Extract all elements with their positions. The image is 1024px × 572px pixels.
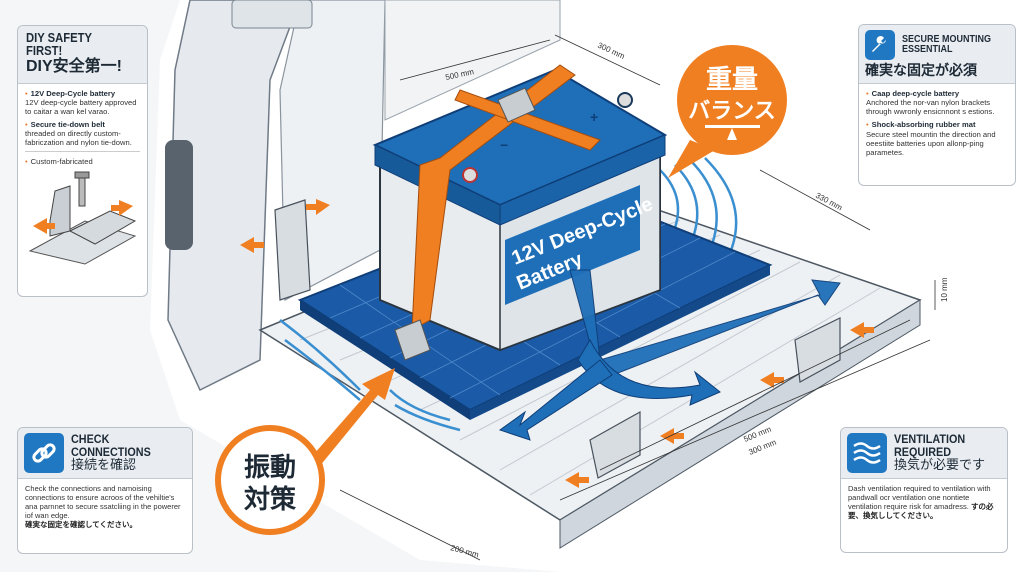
connections-title-ja: 接続を確認 (71, 457, 137, 473)
connections-title-en: CHECK CONNECTIONS (71, 432, 151, 459)
svg-text:対策: 対策 (244, 484, 296, 514)
floor-brackets (274, 199, 841, 479)
connections-text-ja: 確実な固定を確認してください。 (25, 520, 138, 530)
svg-text:−: − (500, 137, 508, 153)
door-handle (165, 140, 193, 250)
safety-title-ja: DIY安全第一! (26, 58, 123, 76)
ventilation-text-ja: すの必要、換気ししてください。 (848, 502, 994, 521)
wrench-icon (865, 30, 895, 60)
waves-icon (847, 433, 887, 474)
link-icon (24, 433, 64, 474)
check-connections-card: CHECK CONNECTIONS 接続を確認 Check the connec… (17, 427, 193, 554)
rear-panel (384, 0, 561, 121)
vibration-pointer-arrow (300, 368, 395, 478)
bracket-bolt-icon (28, 171, 137, 265)
ventilation-title-en: VENTILATION REQUIRED (894, 432, 966, 459)
svg-text:200 mm: 200 mm (449, 543, 480, 559)
svg-text:+: + (590, 109, 598, 125)
balance-scale-icon (705, 125, 760, 140)
vibration-waves (279, 157, 738, 432)
safety-title-en: DIY SAFETY FIRST! (26, 31, 92, 59)
secure-mounting-card: SECURE MOUNTING ESSENTIAL 確実な固定が必須 •Caap… (858, 24, 1016, 186)
svg-text:重量: 重量 (706, 64, 758, 94)
ventilation-title-ja: 換気が必要です (894, 457, 986, 473)
svg-text:300 mm: 300 mm (596, 41, 626, 62)
connections-text: Check the connections and namoising conn… (25, 484, 181, 521)
vibration-callout: 振動 対策 (215, 425, 325, 535)
tie-down-strap (394, 64, 601, 361)
diy-safety-card: DIY SAFETY FIRST! DIY安全第一! •12V Deep-Cyc… (17, 25, 148, 297)
bracket-label: Custom-fabricated (30, 157, 93, 167)
airflow-arrows (498, 269, 841, 441)
dimension-lines (339, 34, 936, 561)
weight-balance-callout: 重量 バランス (668, 45, 787, 178)
ventilation-card: VENTILATION REQUIRED 換気が必要です Dash ventil… (840, 427, 1008, 553)
mounting-title-en: SECURE MOUNTING ESSENTIAL (902, 33, 992, 55)
ventilation-text: Dash ventilation required to ventilation… (848, 484, 991, 512)
svg-text:バランス: バランス (688, 98, 776, 123)
orange-arrow-icons (240, 199, 874, 488)
svg-text:10 mm: 10 mm (940, 277, 949, 302)
mounting-title-ja: 確実な固定が必須 (865, 62, 977, 78)
svg-text:振動: 振動 (244, 452, 296, 482)
van-window (231, 0, 313, 29)
